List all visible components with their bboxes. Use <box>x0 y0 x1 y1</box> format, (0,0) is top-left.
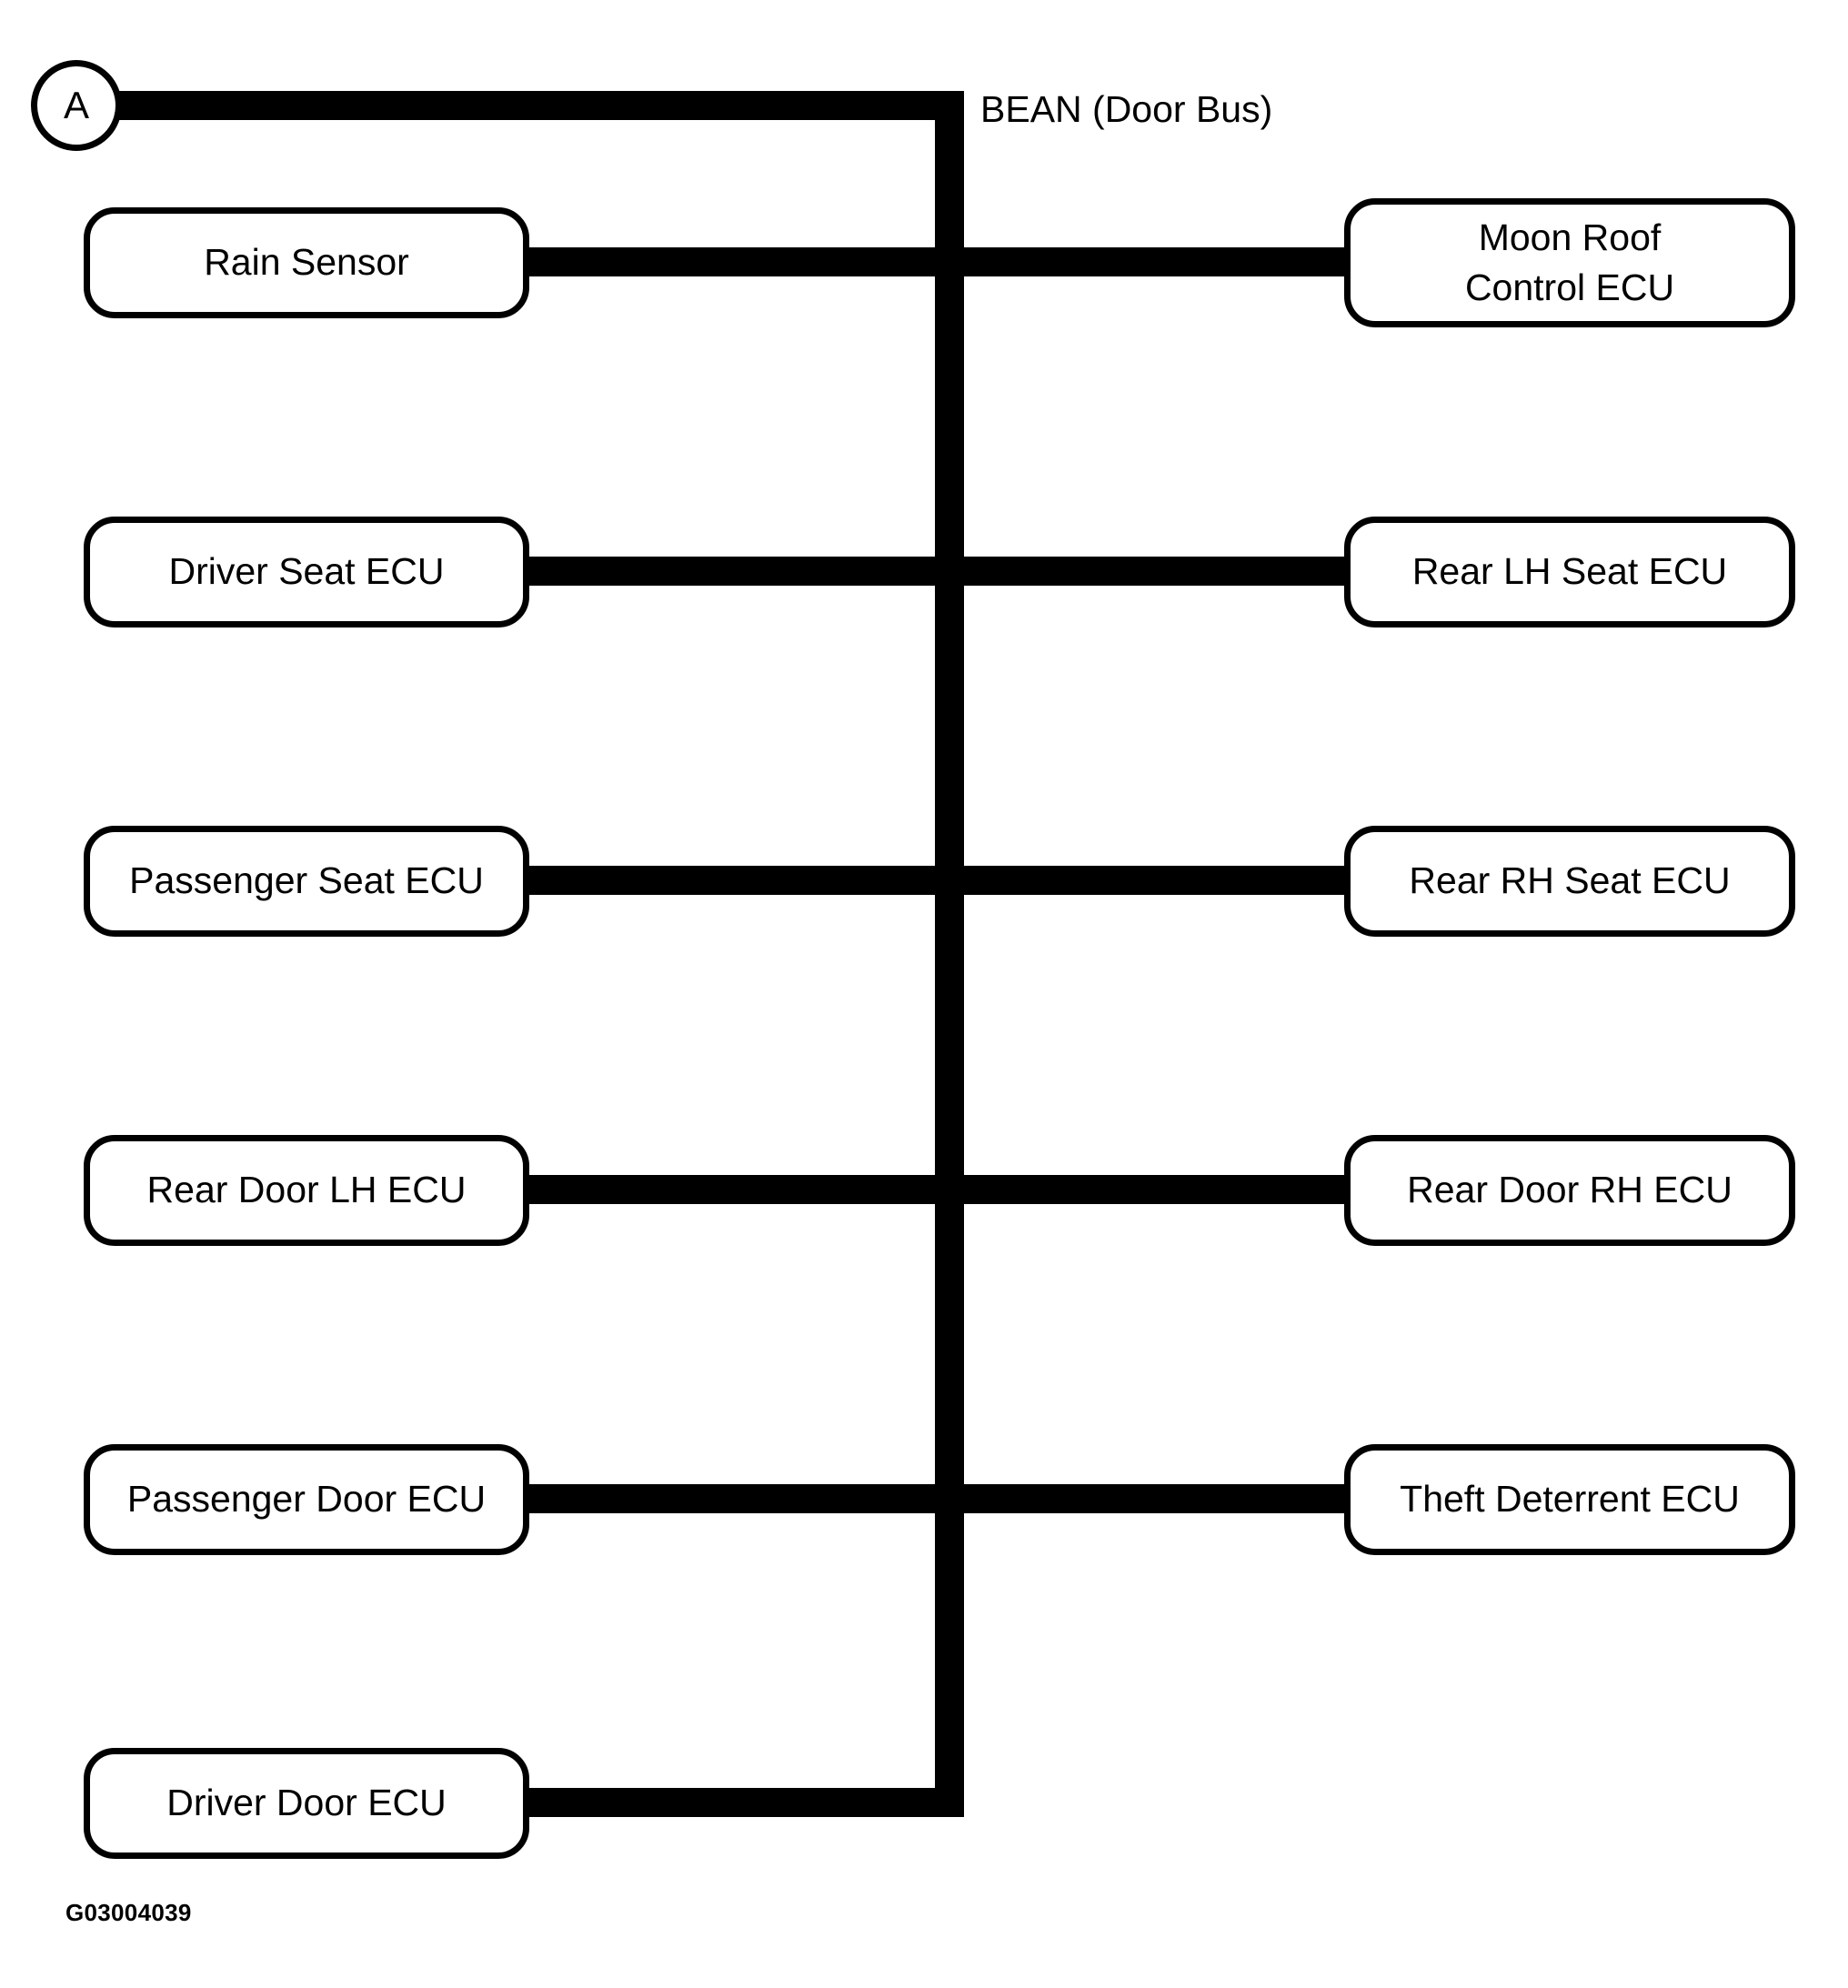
node-moon-roof-control-ecu[interactable]: Moon Roof Control ECU <box>1344 198 1795 327</box>
node-rear-rh-seat-ecu[interactable]: Rear RH Seat ECU <box>1344 826 1795 937</box>
node-theft-deterrent-ecu[interactable]: Theft Deterrent ECU <box>1344 1444 1795 1555</box>
bus-branch-row-1 <box>526 247 1346 276</box>
bus-branch-row-4 <box>526 1175 1346 1204</box>
node-label: Rear RH Seat ECU <box>1409 859 1731 902</box>
node-label: Passenger Seat ECU <box>129 859 484 902</box>
node-label: Rear LH Seat ECU <box>1411 550 1728 593</box>
node-label: Driver Seat ECU <box>168 550 445 593</box>
node-label: Passenger Door ECU <box>126 1478 487 1521</box>
bus-branch-row-5 <box>526 1484 1346 1513</box>
node-driver-door-ecu[interactable]: Driver Door ECU <box>84 1748 529 1859</box>
bus-trunk-vertical <box>935 91 964 1817</box>
node-label: Rear Door LH ECU <box>146 1169 467 1211</box>
bus-branch-connector-a <box>84 91 964 120</box>
node-rear-lh-seat-ecu[interactable]: Rear LH Seat ECU <box>1344 517 1795 628</box>
node-rear-door-lh-ecu[interactable]: Rear Door LH ECU <box>84 1135 529 1246</box>
bus-branch-row-2 <box>526 557 1346 586</box>
node-label: Moon Roof Control ECU <box>1464 216 1675 308</box>
connector-a[interactable]: A <box>31 60 122 151</box>
node-label: Theft Deterrent ECU <box>1400 1478 1740 1521</box>
node-label: Rain Sensor <box>204 241 409 284</box>
connector-a-label: A <box>63 84 89 126</box>
node-passenger-door-ecu[interactable]: Passenger Door ECU <box>84 1444 529 1555</box>
node-label: Rear Door RH ECU <box>1407 1169 1732 1211</box>
bus-branch-row-6 <box>526 1788 964 1817</box>
bus-branch-row-3 <box>526 866 1346 895</box>
bus-title: BEAN (Door Bus) <box>980 88 1273 130</box>
node-label: Driver Door ECU <box>166 1782 447 1824</box>
node-rain-sensor[interactable]: Rain Sensor <box>84 207 529 318</box>
node-driver-seat-ecu[interactable]: Driver Seat ECU <box>84 517 529 628</box>
node-rear-door-rh-ecu[interactable]: Rear Door RH ECU <box>1344 1135 1795 1246</box>
node-passenger-seat-ecu[interactable]: Passenger Seat ECU <box>84 826 529 937</box>
figure-code: G03004039 <box>65 1899 192 1926</box>
